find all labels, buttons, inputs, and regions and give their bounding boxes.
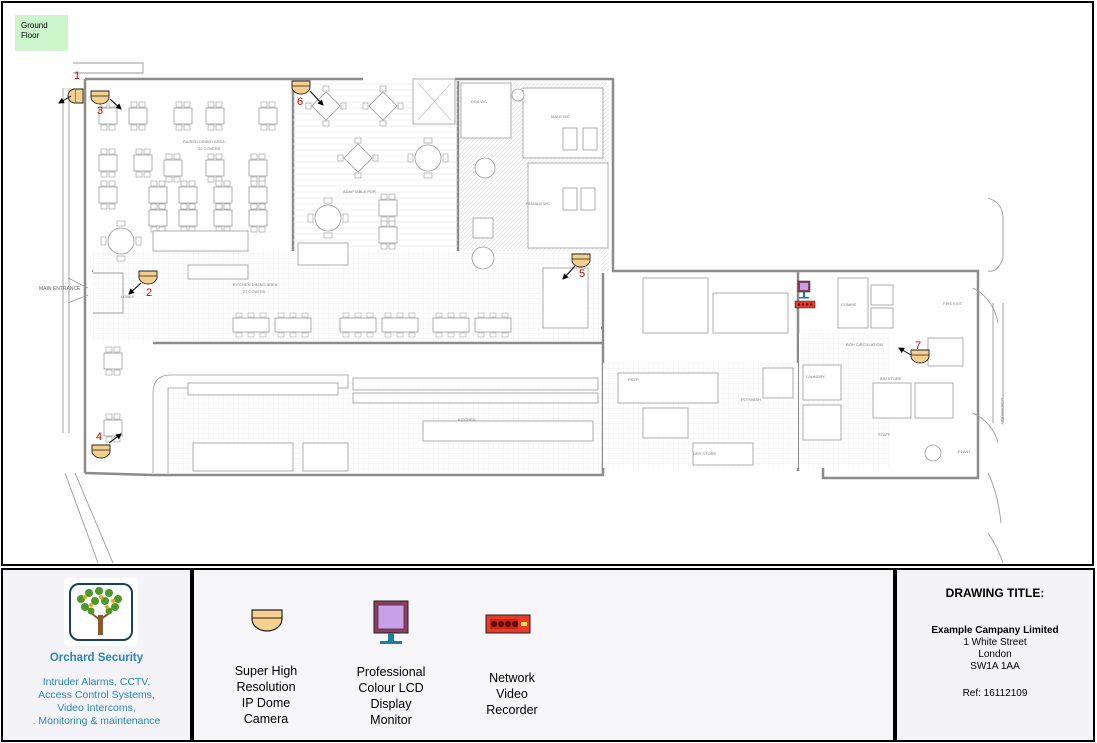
label-lobby: LOBBY: [121, 294, 135, 299]
service-line: Intruder Alarms, CCTV,: [42, 676, 151, 688]
label-dry-store: DRY STORE: [693, 451, 716, 456]
legend-dome-line: IP Dome: [241, 696, 291, 710]
legend-dome-camera: Super High Resolution IP Dome Camera: [218, 663, 314, 727]
label-prep: PREP: [628, 377, 639, 382]
legend-nvr: Network Video Recorder: [462, 670, 562, 718]
main-entrance-area: [62, 62, 144, 564]
camera-4[interactable]: 4: [91, 431, 122, 459]
legend-lcd-monitor: Professional Colour LCD Display Monitor: [342, 664, 440, 728]
floor-label: Ground Floor: [15, 15, 68, 51]
label-laundry: LAUNDRY: [806, 374, 825, 379]
camera-3-number: 3: [97, 105, 103, 117]
legend-nvr-line: Network: [489, 671, 535, 685]
label-covers-2: 22 COVERS: [243, 289, 266, 294]
nvr-icon: [485, 614, 531, 634]
tree-logo-icon: [77, 587, 122, 635]
legend-monitor-line: Colour LCD: [358, 681, 424, 695]
camera-7[interactable]: 7: [898, 340, 930, 364]
raised-dining-tables: [98, 101, 278, 280]
camera-7-number: 7: [915, 340, 921, 352]
label-bin-store: BIN STORE: [880, 376, 902, 381]
lcd-monitor-icon: [373, 600, 409, 644]
legend-monitor-line: Monitor: [370, 713, 412, 727]
address-line: SW1A 1AA: [970, 661, 1020, 672]
legend-nvr-line: Video: [496, 687, 528, 701]
dome-camera-icon: [251, 609, 283, 632]
label-fire-exit: FIRE EXIT: [943, 301, 963, 306]
label-raised-dining: RAISED DINING AREA: [183, 139, 225, 144]
company-logo: [64, 578, 138, 646]
label-comms: COMMS: [841, 302, 857, 307]
label-boh-circulation: BOH CIRCULATION: [846, 342, 883, 347]
company-services: Intruder Alarms, CCTV, Access Control Sy…: [3, 676, 190, 728]
legend-dome-line: Super High: [234, 664, 298, 678]
company-name: Orchard Security: [49, 652, 144, 664]
service-line: Access Control Systems,: [38, 689, 155, 701]
camera-1-number: 1: [74, 70, 80, 82]
kitchen-counters: [152, 367, 794, 473]
drawing-title-heading: DRAWING TITLE:: [945, 586, 1045, 600]
label-main-entrance: MAIN ENTRANCE: [39, 286, 81, 292]
service-line: Video Intercoms,: [57, 702, 136, 714]
label-adaptable-pdr: ADAPTABLE PDR: [343, 189, 376, 194]
legend-dome-line: Camera: [243, 712, 289, 726]
camera-3[interactable]: 3: [90, 90, 122, 117]
right-side-exterior: [972, 197, 1004, 564]
label-plant: PLANT: [958, 449, 971, 454]
label-covers-1: 32 COVERS: [198, 146, 221, 151]
camera-6-number: 6: [297, 96, 303, 108]
address-line: 1 White Street: [963, 637, 1027, 648]
client-address: Example Campany Limited 1 White Street L…: [897, 625, 1093, 673]
camera-1[interactable]: 1: [58, 70, 84, 104]
client-company: Example Campany Limited: [931, 625, 1059, 636]
camera-4-number: 4: [96, 431, 102, 443]
camera-6[interactable]: 6: [291, 80, 324, 108]
legend-panel: Super High Resolution IP Dome Camera Pro…: [192, 568, 895, 742]
label-kitchen-dining: KITCHEN DINING AREA: [233, 282, 278, 287]
toilets: [460, 82, 609, 270]
label-male-wc: MALE WC: [551, 114, 570, 119]
label-dda-wc: DDA WC: [471, 99, 487, 104]
comms-monitor-icon[interactable]: [797, 280, 811, 299]
label-loading-bay: LOADING BAY: [1000, 398, 1005, 425]
title-block: DRAWING TITLE: Example Campany Limited 1…: [895, 568, 1095, 742]
camera-2[interactable]: 2: [128, 270, 158, 299]
camera-2-number: 2: [146, 287, 152, 299]
service-line: . Monitoring & maintenance: [32, 715, 161, 727]
adaptable-pdr-tables: [297, 78, 456, 266]
floor-plan-drawing: MAIN ENTRANCE RAISED DINING AREA 32 COVE…: [39, 62, 1005, 564]
legend-monitor-line: Display: [370, 697, 412, 711]
address-line: London: [978, 649, 1012, 660]
floor-plan-frame: Ground Floor: [1, 1, 1094, 566]
legend-dome-line: Resolution: [236, 680, 296, 694]
drawing-reference: Ref: 16112109: [962, 688, 1028, 699]
comms-nvr-icon[interactable]: [794, 300, 816, 309]
camera-5[interactable]: 5: [562, 253, 591, 280]
label-kitchen: KITCHEN: [458, 417, 476, 422]
camera-5-number: 5: [579, 268, 585, 280]
label-female-wc: FEMALE WC: [526, 201, 550, 206]
label-staff: STAFF: [878, 432, 891, 437]
legend-monitor-line: Professional: [356, 665, 426, 679]
company-panel: Orchard Security Intruder Alarms, CCTV, …: [1, 568, 192, 742]
back-of-house-rooms: [642, 277, 964, 462]
legend-nvr-line: Recorder: [486, 703, 538, 717]
label-pot-wash: POTWASH: [741, 397, 761, 402]
